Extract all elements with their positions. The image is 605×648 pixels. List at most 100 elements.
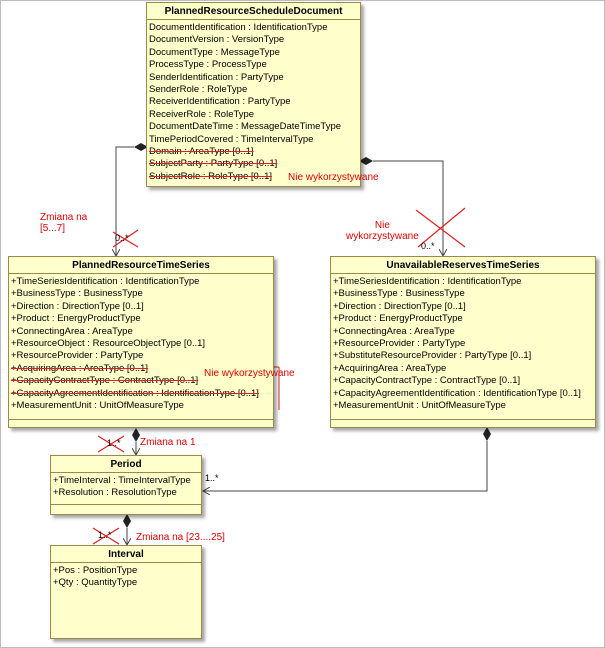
attribute-row: ReceiverIdentification : PartyType (149, 96, 360, 108)
attribute-text: ReceiverIdentification : PartyType (149, 96, 291, 108)
cross-unused-urts-b (417, 207, 466, 248)
note-change-interval: Zmiana na [23....25] (136, 532, 225, 543)
attribute-text: ProcessType : ProcessType (149, 59, 267, 71)
cross-mult-interval-b (92, 527, 120, 545)
attribute-text: +Resolution : ResolutionType (53, 487, 177, 499)
attribute-row: +Direction : DirectionType [0..1] (11, 301, 273, 313)
attribute-row: ReceiverRole : RoleType (149, 109, 360, 121)
attribute-text: DocumentVersion : VersionType (149, 34, 285, 46)
note-prts-unused: Nie wykorzystywane (204, 368, 295, 379)
attribute-row: +AcquiringArea : AreaType (333, 363, 595, 375)
attribute-list: DocumentIdentification : IdentificationT… (147, 20, 360, 183)
operations-divider (51, 504, 201, 505)
attribute-text: +TimeSeriesIdentification : Identificati… (11, 276, 200, 287)
attribute-row: +SubstituteResourceProvider : PartyType … (333, 350, 595, 362)
attribute-text: +ConnectingArea : AreaType (11, 325, 133, 337)
attribute-row: SenderRole : RoleType (149, 84, 360, 96)
attribute-text: +ResourceObject : ResourceObjectType [0.… (11, 338, 206, 350)
attribute-list: +TimeSeriesIdentification : Identificati… (331, 274, 595, 412)
operations-divider (9, 419, 273, 420)
attribute-text: +TimeInterval : TimeIntervalType (53, 475, 191, 486)
attribute-text: DocumentType : MessageType (149, 46, 280, 58)
composition-diamond-doc-right (359, 157, 373, 165)
multiplicity-doc-urts: 0..* (421, 241, 435, 251)
attribute-list: +TimeInterval : TimeIntervalType+Resolut… (51, 473, 201, 500)
attribute-row: DocumentIdentification : IdentificationT… (149, 22, 360, 34)
class-period[interactable]: Period +TimeInterval : TimeIntervalType+… (50, 455, 202, 515)
attribute-row: +CapacityAgreementIdentification : Ident… (11, 388, 273, 400)
attribute-row: +Direction : DirectionType [0..1] (333, 301, 595, 313)
attribute-row: +CapacityAgreementIdentification : Ident… (333, 388, 595, 400)
multiplicity-doc-prts: 0..* (115, 233, 129, 243)
attribute-text: +Pos : PositionType (53, 565, 138, 576)
attribute-row: +MeasurementUnit : UnitOfMeasureType (11, 400, 273, 412)
attribute-row: +BusinessType : BusinessType (11, 288, 273, 300)
attribute-row: +Product : EnergyProductType (333, 313, 595, 325)
association-urts-period (203, 427, 491, 491)
attribute-row: +TimeSeriesIdentification : Identificati… (333, 276, 595, 288)
attribute-row: DocumentType : MessageType (149, 47, 360, 59)
association-prts-period (132, 428, 140, 455)
multiplicity-urts-period: 1..* (205, 473, 219, 483)
association-period-interval (123, 514, 131, 545)
note-change-period: Zmiana na 1 (140, 437, 196, 448)
attribute-text: DocumentDateTime : MessageDateTimeType (149, 121, 342, 133)
note-unused-urts: Nie wykorzystywane (346, 220, 419, 242)
attribute-text: DocumentIdentification : IdentificationT… (149, 22, 328, 33)
attribute-row: SubjectParty : PartyType [0..1] (149, 158, 360, 170)
attribute-row: +CapacityContractType : ContractType [0.… (11, 375, 273, 387)
association-doc-urts (359, 157, 443, 256)
attribute-text: +TimeSeriesIdentification : Identificati… (333, 276, 522, 287)
attribute-row: +ResourceProvider : PartyType (11, 350, 273, 362)
class-planned-resource-schedule-document[interactable]: PlannedResourceScheduleDocument Document… (146, 2, 361, 187)
attribute-text: SubjectRole : RoleType [0..1] (149, 170, 273, 182)
composition-diamond-doc-left (134, 143, 148, 151)
multiplicity-prts-period: 1..* (107, 438, 121, 448)
attribute-text: +MeasurementUnit : UnitOfMeasureType (11, 400, 184, 412)
attribute-row: DocumentDateTime : MessageDateTimeType (149, 121, 360, 133)
class-title: Interval (51, 546, 201, 563)
attribute-row: DocumentVersion : VersionType (149, 34, 360, 46)
attribute-text: +CapacityAgreementIdentification : Ident… (11, 387, 259, 399)
attribute-text: +MeasurementUnit : UnitOfMeasureType (333, 400, 506, 412)
attribute-text: +CapacityContractType : ContractType [0.… (333, 375, 521, 387)
attribute-text: +AcquiringArea : AreaType [0..1] (11, 362, 149, 374)
attribute-text: +ResourceProvider : PartyType (11, 350, 144, 362)
class-interval[interactable]: Interval +Pos : PositionType+Qty : Quant… (50, 545, 202, 639)
class-planned-resource-time-series[interactable]: PlannedResourceTimeSeries +TimeSeriesIde… (8, 256, 274, 428)
attribute-row: +ResourceProvider : PartyType (333, 338, 595, 350)
attribute-text: +BusinessType : BusinessType (333, 288, 465, 300)
attribute-row: +CapacityContractType : ContractType [0.… (333, 375, 595, 387)
attribute-text: +Qty : QuantityType (53, 577, 138, 589)
attribute-row: +ConnectingArea : AreaType (333, 326, 595, 338)
class-unavailable-reserves-time-series[interactable]: UnavailableReservesTimeSeries +TimeSerie… (330, 256, 596, 428)
class-title: Period (51, 456, 201, 473)
attribute-row: +ResourceObject : ResourceObjectType [0.… (11, 338, 273, 350)
attribute-text: +Direction : DirectionType [0..1] (11, 300, 144, 312)
attribute-text: +SubstituteResourceProvider : PartyType … (333, 350, 532, 362)
attribute-text: +CapacityAgreementIdentification : Ident… (333, 387, 581, 399)
composition-diamond-prts (132, 428, 140, 442)
cross-mult-period-b (97, 435, 125, 453)
attribute-text: TimePeriodCovered : TimeIntervalType (149, 133, 314, 145)
attribute-list: +TimeSeriesIdentification : Identificati… (9, 274, 273, 412)
attribute-text: SubjectParty : PartyType [0..1] (149, 158, 278, 170)
composition-diamond-period (123, 514, 131, 528)
attribute-text: +CapacityContractType : ContractType [0.… (11, 375, 199, 387)
attribute-row: +TimeSeriesIdentification : Identificati… (11, 276, 273, 288)
attribute-text: ReceiverRole : RoleType (149, 108, 255, 120)
attribute-text: SenderIdentification : PartyType (149, 71, 284, 83)
composition-diamond-urts (483, 427, 491, 441)
attribute-text: +AcquiringArea : AreaType (333, 362, 447, 374)
attribute-row: +BusinessType : BusinessType (333, 288, 595, 300)
attribute-row: Domain : AreaType [0..1] (149, 146, 360, 158)
attribute-text: +BusinessType : BusinessType (11, 288, 143, 300)
cross-mult-doc-prts-b (112, 229, 139, 248)
attribute-text: +Direction : DirectionType [0..1] (333, 300, 466, 312)
attribute-row: SubjectRole : RoleType [0..1] (149, 171, 360, 183)
class-title: PlannedResourceTimeSeries (9, 257, 273, 274)
attribute-row: SenderIdentification : PartyType (149, 72, 360, 84)
cross-mult-doc-prts-a (112, 231, 139, 248)
attribute-row: +AcquiringArea : AreaType [0..1] (11, 363, 273, 375)
class-title: PlannedResourceScheduleDocument (147, 3, 360, 20)
